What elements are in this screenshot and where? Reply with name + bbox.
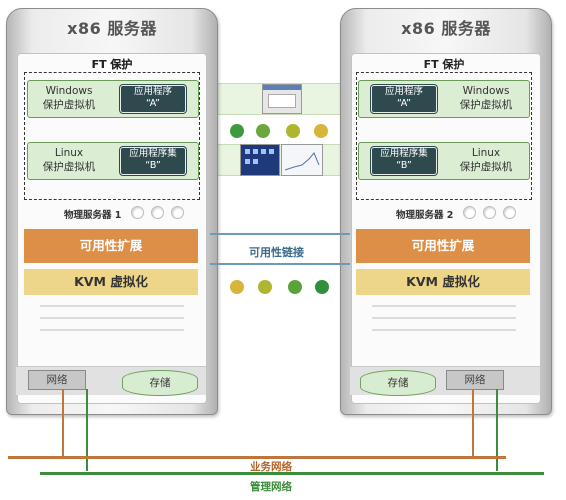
management-network-bus	[40, 472, 544, 475]
drive-slot	[372, 317, 516, 319]
status-led	[171, 206, 184, 219]
drive-slot	[40, 305, 184, 307]
vm-windows-right: 应用程序 “A” Windows 保护虚拟机	[358, 80, 530, 118]
vm-windows-left: Windows 保护虚拟机 应用程序 “A”	[27, 80, 199, 118]
ft-label-left: FT 保护	[91, 58, 133, 71]
status-led	[131, 206, 144, 219]
kvm-virtualization-right: KVM 虚拟化	[356, 269, 530, 295]
server-title: x86 服务器	[401, 19, 491, 38]
app-id: “B”	[396, 160, 412, 171]
drive-slot	[40, 329, 184, 331]
app-label: 应用程序	[384, 86, 423, 97]
vm-os-desc: 保护虚拟机	[42, 99, 96, 111]
ft-label: FT 保护	[91, 58, 133, 71]
app-id: “A”	[146, 98, 160, 109]
app-label: 应用程序集	[380, 148, 428, 159]
app-id: “A”	[397, 98, 411, 109]
kvm-virtualization-left: KVM 虚拟化	[24, 269, 198, 295]
app-id: “B”	[145, 160, 161, 171]
drive-slot	[372, 305, 516, 307]
status-led	[483, 206, 496, 219]
ft-label-right: FT 保护	[423, 58, 465, 71]
vm-os-name: Windows	[45, 85, 93, 97]
app-b-right: 应用程序集 “B”	[371, 147, 437, 175]
vm-linux-left: Linux 保护虚拟机 应用程序集 “B”	[27, 142, 199, 180]
server-title: x86 服务器	[67, 19, 157, 38]
status-led	[503, 206, 516, 219]
vm-os-desc: 保护虚拟机	[459, 99, 513, 111]
green-status-dot	[230, 124, 244, 138]
vm-os-name: Linux	[471, 147, 501, 159]
app-label: 应用程序集	[129, 148, 177, 159]
linux-desktop-thumbnail	[240, 144, 280, 176]
physical-server-label-left: 物理服务器 1	[64, 210, 122, 221]
business-network-connector	[62, 389, 64, 457]
yellow-status-dot	[314, 124, 328, 138]
vm-os-desc: 保护虚拟机	[42, 161, 96, 173]
availability-extension-left: 可用性扩展	[24, 229, 198, 263]
olive-status-dot	[258, 280, 272, 294]
yellow-status-dot	[230, 280, 244, 294]
app-label: 应用程序	[133, 86, 172, 97]
olive-status-dot	[286, 124, 300, 138]
status-led	[151, 206, 164, 219]
availability-extension-right: 可用性扩展	[356, 229, 530, 263]
network-port-left: 网络	[28, 370, 86, 390]
storage-left: 存储	[122, 370, 198, 396]
graph-window-thumbnail	[281, 144, 323, 176]
management-network-label: 管理网络	[250, 481, 292, 493]
ft-protection-box-right	[356, 72, 532, 200]
green-status-dot	[256, 124, 270, 138]
availability-link-label: 可用性链接	[249, 246, 304, 259]
availability-link-line	[210, 233, 350, 235]
green-status-dot	[288, 280, 302, 294]
drive-slot	[40, 317, 184, 319]
management-network-connector	[86, 389, 88, 471]
app-a-right: 应用程序 “A”	[371, 85, 437, 113]
business-network-bus	[8, 456, 506, 459]
business-network-connector	[472, 389, 474, 457]
vm-os-desc: 保护虚拟机	[459, 161, 513, 173]
network-port-right: 网络	[446, 370, 504, 390]
windows-screenshot-thumbnail	[262, 84, 302, 114]
app-a-left: 应用程序 “A”	[120, 85, 186, 113]
storage-right: 存储	[360, 370, 436, 396]
vm-linux-right: 应用程序集 “B” Linux 保护虚拟机	[358, 142, 530, 180]
green-status-dot	[315, 280, 329, 294]
business-network-label: 业务网络	[250, 461, 292, 473]
management-network-connector	[496, 389, 498, 471]
vm-os-name: Windows	[462, 85, 510, 97]
drive-slot	[372, 329, 516, 331]
status-led	[463, 206, 476, 219]
app-b-left: 应用程序集 “B”	[120, 147, 186, 175]
physical-server-label-right: 物理服务器 2	[396, 210, 454, 221]
vm-os-name: Linux	[54, 147, 84, 159]
ft-protection-box-left: FT 保护	[24, 58, 200, 200]
availability-link-line	[210, 263, 350, 265]
